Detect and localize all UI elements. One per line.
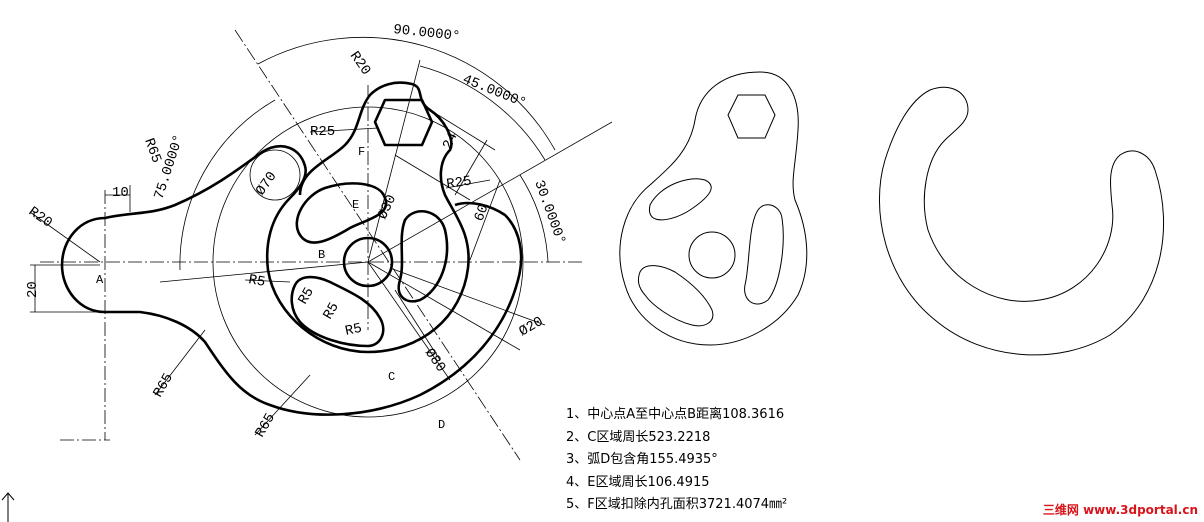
dim-r5-b: R5 <box>295 285 317 308</box>
dim-r20-left: R20 <box>25 204 55 232</box>
dim-length-60: 60 <box>472 202 493 223</box>
label-B: B <box>318 248 325 262</box>
dim-length-24: 24 <box>440 130 462 152</box>
dim-diameter-80: Ø80 <box>421 346 449 376</box>
note-2: 2、C区域周长523.2218 <box>566 429 711 445</box>
hexagon-hole <box>373 98 434 147</box>
dim-r20-top: R20 <box>346 49 374 79</box>
dim-r5-c: R5 <box>320 300 342 323</box>
dim-r65-bottom: R65 <box>150 371 176 401</box>
watermark-brand: 三维网 <box>1042 503 1079 517</box>
note-4: 4、E区域周长106.4915 <box>566 474 710 490</box>
note-5: 5、F区域扣除内孔面积3721.4074㎜² <box>566 497 788 512</box>
region-f-view <box>619 71 808 346</box>
center-circle <box>342 236 394 288</box>
middle-center-circle <box>688 231 736 279</box>
dim-length-10: 10 <box>112 185 129 201</box>
dim-diameter-20: Ø20 <box>517 314 547 340</box>
label-F: F <box>358 145 365 159</box>
dim-r65-left: R65 <box>140 136 164 165</box>
dim-r65-lower: R65 <box>252 411 278 441</box>
main-outline <box>60 81 523 416</box>
dim-angle-45: 45.0000° <box>460 72 528 112</box>
dim-length-20: 20 <box>25 281 41 298</box>
dim-r25-left: R25 <box>310 124 335 140</box>
note-3: 3、弧D包含角155.4935° <box>566 452 718 467</box>
notes-list: 1、中心点A至中心点B距离108.3616 2、C区域周长523.2218 3、… <box>566 404 906 517</box>
dim-r5-a: R5 <box>247 272 266 291</box>
middle-hexagon <box>727 94 776 139</box>
label-C: C <box>388 370 395 384</box>
dim-diameter-30: Ø30 <box>375 192 400 222</box>
dim-diameter-70: Ø70 <box>253 169 281 199</box>
note-1: 1、中心点A至中心点B距离108.3616 <box>566 407 785 422</box>
region-c-view <box>879 86 1165 356</box>
watermark-site: www.3dportal.cn <box>1083 503 1198 517</box>
dim-angle-90: 90.0000° <box>392 22 461 45</box>
region-labels: A B C D E F <box>96 145 445 432</box>
cursor-icon <box>1 492 15 522</box>
label-D: D <box>438 418 445 432</box>
dim-angle-30: 30.0000° <box>530 178 568 247</box>
centerlines <box>40 29 585 461</box>
label-A: A <box>96 273 104 287</box>
watermark: 三维网 www.3dportal.cn <box>1043 501 1198 518</box>
label-E: E <box>352 198 359 212</box>
dim-r5-d: R5 <box>344 321 364 340</box>
dim-r25-right: R25 <box>445 174 472 193</box>
